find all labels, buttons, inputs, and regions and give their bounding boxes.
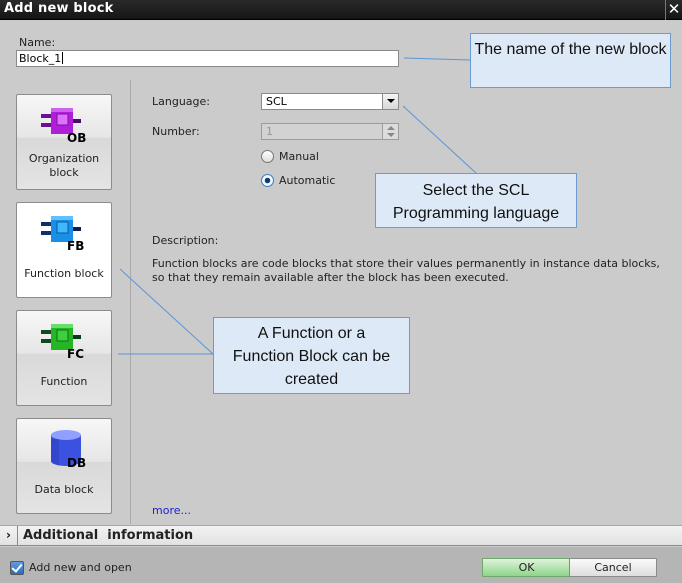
tile-label: Data block	[34, 483, 94, 496]
block-type-function[interactable]: FC Function	[16, 310, 112, 406]
function-icon: FC	[41, 324, 84, 361]
block-type-data-block[interactable]: DB Data block	[16, 418, 112, 514]
number-stepper: 1	[261, 123, 399, 140]
data-block-icon: DB	[50, 430, 86, 470]
tile-label-2: block	[49, 166, 79, 179]
radio-manual-label: Manual	[279, 150, 319, 163]
language-value: SCL	[266, 95, 287, 108]
description-label: Description:	[152, 234, 219, 247]
block-settings-panel	[131, 80, 682, 524]
organization-block-icon: OB	[41, 108, 86, 145]
chevron-down-icon[interactable]	[382, 94, 398, 109]
language-label: Language:	[152, 95, 210, 108]
additional-information-label: Additional information	[23, 528, 194, 543]
cancel-button[interactable]: Cancel	[569, 558, 657, 577]
add-new-and-open-checkbox[interactable]	[10, 561, 24, 575]
dialog-title: Add new block	[4, 1, 114, 16]
add-new-and-open-label: Add new and open	[29, 561, 132, 574]
stepper-down-icon	[387, 133, 395, 137]
stepper-up-icon	[387, 126, 395, 130]
radio-selected-icon	[261, 174, 274, 187]
svg-text:FB: FB	[67, 239, 84, 253]
svg-text:FC: FC	[67, 347, 84, 361]
block-type-organization-block[interactable]: OB Organization block	[16, 94, 112, 190]
additional-information-section[interactable]: › Additional information	[0, 525, 682, 546]
chevron-right-icon[interactable]: ›	[0, 526, 18, 546]
tile-label: Organization	[28, 152, 100, 165]
number-value: 1	[266, 125, 273, 138]
close-icon[interactable]: ✕	[665, 0, 682, 20]
callout-language: Select the SCL Programming language	[375, 173, 577, 228]
svg-text:DB: DB	[67, 456, 86, 470]
tile-label: Function	[40, 375, 88, 388]
stepper-buttons	[382, 124, 398, 139]
title-bar: Add new block ✕	[0, 0, 682, 20]
name-label: Name:	[19, 36, 56, 49]
ok-button[interactable]: OK	[482, 558, 571, 577]
radio-automatic-label: Automatic	[279, 174, 336, 187]
number-label: Number:	[152, 125, 200, 138]
language-select[interactable]: SCL	[261, 93, 399, 110]
tile-label: Function block	[24, 267, 104, 280]
svg-text:OB: OB	[67, 131, 86, 145]
function-block-icon: FB	[41, 216, 84, 253]
more-link[interactable]: more...	[152, 504, 191, 517]
name-input[interactable]: Block_1	[16, 50, 399, 67]
dialog-footer: Add new and open OK Cancel	[0, 547, 682, 583]
callout-name: The name of the new block	[470, 33, 671, 88]
name-value: Block_1	[19, 52, 62, 65]
description-text: Function blocks are code blocks that sto…	[152, 257, 660, 284]
callout-blocks: A Function or a Function Block can be cr…	[213, 317, 410, 394]
block-type-function-block[interactable]: FB Function block	[16, 202, 112, 298]
text-caret	[62, 52, 64, 64]
radio-circle-icon	[261, 150, 274, 163]
